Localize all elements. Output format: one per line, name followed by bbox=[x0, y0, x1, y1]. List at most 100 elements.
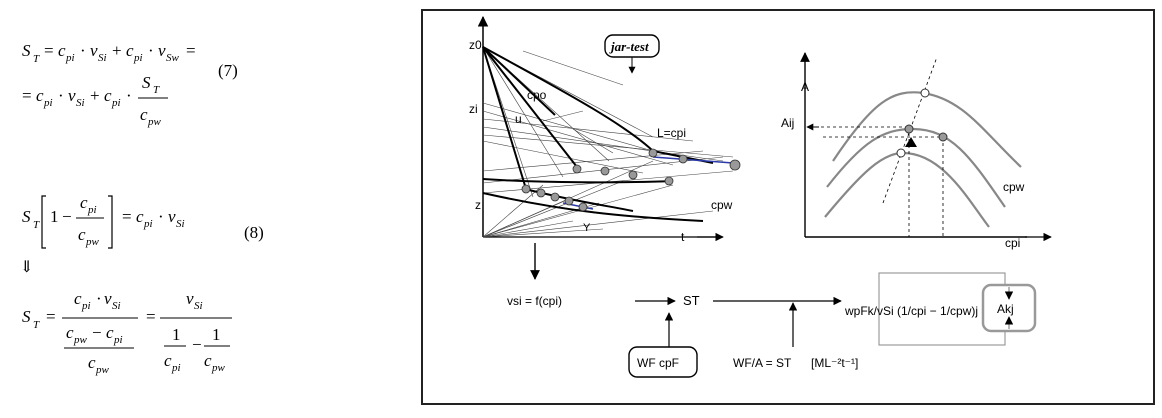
svg-text:v: v bbox=[186, 289, 194, 308]
svg-text:v: v bbox=[158, 41, 166, 60]
svg-text:−: − bbox=[192, 335, 202, 354]
label-cpw-left: cpw bbox=[711, 198, 733, 212]
svg-text:v: v bbox=[168, 207, 176, 226]
equation-8: S T 1 − c pi c pw = c pi · v Si (8) ⇓ S … bbox=[20, 193, 264, 376]
implies-arrow: ⇓ bbox=[20, 259, 33, 276]
svg-text:S: S bbox=[142, 73, 151, 92]
svg-text:Si: Si bbox=[176, 218, 185, 230]
settling-plot: z0 zi z t bbox=[469, 15, 741, 244]
label-L: L=cpi bbox=[657, 126, 686, 140]
svg-text:Si: Si bbox=[112, 300, 121, 312]
svg-text:Sw: Sw bbox=[166, 52, 180, 64]
blue-tail-line bbox=[652, 156, 734, 164]
svg-text:=: = bbox=[46, 307, 56, 326]
svg-text:c: c bbox=[66, 323, 74, 342]
svg-text:·: · bbox=[80, 41, 86, 60]
equation-7: S T = c pi · v Si + c pi · v Sw = (7) = … bbox=[22, 41, 238, 128]
svg-text:pw: pw bbox=[95, 364, 110, 376]
svg-text:·: · bbox=[158, 207, 164, 226]
label-cpw-right: cpw bbox=[1003, 180, 1025, 194]
svg-text:−: − bbox=[92, 323, 102, 342]
svg-text:pw: pw bbox=[85, 236, 100, 248]
svg-text:v: v bbox=[68, 86, 76, 105]
svg-text:pi: pi bbox=[133, 52, 143, 64]
svg-text:v: v bbox=[90, 41, 98, 60]
settling-fan-lines bbox=[482, 46, 734, 238]
svg-text:pi: pi bbox=[171, 362, 181, 374]
svg-text:−: − bbox=[62, 207, 72, 226]
svg-text:pi: pi bbox=[81, 300, 91, 312]
svg-text:=: = bbox=[22, 86, 32, 105]
akj-label: Akj bbox=[997, 302, 1014, 316]
flow-diagram: vsi = f(cpi) ST WF cpF WF/A = ST [ML⁻²t⁻… bbox=[507, 243, 1037, 378]
svg-text:T: T bbox=[33, 219, 40, 231]
svg-text:·: · bbox=[148, 41, 154, 60]
label-Aij: Aij bbox=[781, 116, 794, 130]
equations-panel: S T = c pi · v Si + c pi · v Sw = (7) = … bbox=[20, 41, 264, 376]
svg-text:pi: pi bbox=[43, 97, 53, 109]
label-Y: Y bbox=[583, 222, 591, 234]
svg-text:Si: Si bbox=[194, 300, 203, 312]
svg-text:pw: pw bbox=[211, 362, 226, 374]
svg-text:=: = bbox=[122, 207, 132, 226]
equation-7-number: (7) bbox=[218, 61, 238, 80]
svg-text:S: S bbox=[22, 41, 31, 60]
svg-text:pi: pi bbox=[87, 204, 97, 216]
svg-text:Si: Si bbox=[98, 52, 107, 64]
label-cpo: cpo bbox=[527, 88, 547, 102]
settling-diagram-figure: z0 zi z t bbox=[421, 9, 1155, 405]
jar-test-tag: jar-test bbox=[604, 34, 660, 74]
jar-test-label: jar-test bbox=[609, 39, 649, 54]
label-t: t bbox=[681, 230, 685, 244]
svg-text:c: c bbox=[74, 289, 82, 308]
svg-text:Si: Si bbox=[76, 97, 85, 109]
svg-text:1: 1 bbox=[212, 325, 221, 344]
svg-text:pi: pi bbox=[65, 52, 75, 64]
svg-text:pi: pi bbox=[111, 97, 121, 109]
adsorption-plot: A cpi Aij cpw bbox=[781, 52, 1052, 250]
svg-text:pw: pw bbox=[73, 334, 88, 346]
svg-text:T: T bbox=[33, 319, 40, 331]
equation-8-number: (8) bbox=[244, 223, 264, 242]
label-ST: ST bbox=[683, 293, 700, 308]
svg-text:c: c bbox=[88, 353, 96, 372]
svg-text:v: v bbox=[104, 289, 112, 308]
svg-text:c: c bbox=[140, 105, 148, 124]
svg-text:1: 1 bbox=[50, 207, 59, 226]
svg-text:c: c bbox=[136, 207, 144, 226]
svg-text:=: = bbox=[186, 41, 196, 60]
svg-text:S: S bbox=[22, 307, 31, 326]
svg-text:c: c bbox=[58, 41, 66, 60]
label-u: u bbox=[515, 112, 522, 126]
units-label: [ML⁻²t⁻¹] bbox=[811, 356, 858, 370]
svg-text:·: · bbox=[58, 86, 64, 105]
svg-text:pi: pi bbox=[113, 334, 123, 346]
svg-text:pw: pw bbox=[147, 116, 162, 128]
svg-text:T: T bbox=[33, 53, 40, 65]
product-formula-group: wpFk/vSi (1/cpi − 1/cpw)j = bbox=[844, 272, 1006, 346]
svg-text:c: c bbox=[80, 193, 88, 212]
svg-text:pi: pi bbox=[143, 218, 153, 230]
svg-text:c: c bbox=[204, 351, 212, 370]
vsi-formula: vsi = f(cpi) bbox=[507, 294, 562, 308]
svg-text:c: c bbox=[164, 351, 172, 370]
label-z0: z0 bbox=[469, 38, 482, 52]
label-cpi: cpi bbox=[1005, 236, 1020, 250]
product-formula: wpFk/vSi (1/cpi − 1/cpw)j = bbox=[844, 304, 988, 318]
svg-text:c: c bbox=[104, 86, 112, 105]
svg-text:c: c bbox=[106, 323, 114, 342]
akj-box: Akj bbox=[981, 283, 1037, 333]
svg-text:=: = bbox=[146, 307, 156, 326]
adsorption-points bbox=[896, 88, 948, 158]
label-zi: zi bbox=[469, 102, 478, 116]
wf-cpf-box: WF cpF bbox=[628, 346, 698, 378]
label-A: A bbox=[801, 80, 809, 94]
svg-text:T: T bbox=[153, 84, 160, 96]
wf-cpf-label: WF cpF bbox=[637, 356, 679, 370]
settling-curves bbox=[482, 46, 714, 222]
label-z: z bbox=[475, 198, 481, 212]
settling-points bbox=[521, 148, 741, 212]
svg-text:·: · bbox=[96, 289, 102, 308]
adsorption-curves bbox=[824, 91, 1022, 228]
svg-text:c: c bbox=[36, 86, 44, 105]
